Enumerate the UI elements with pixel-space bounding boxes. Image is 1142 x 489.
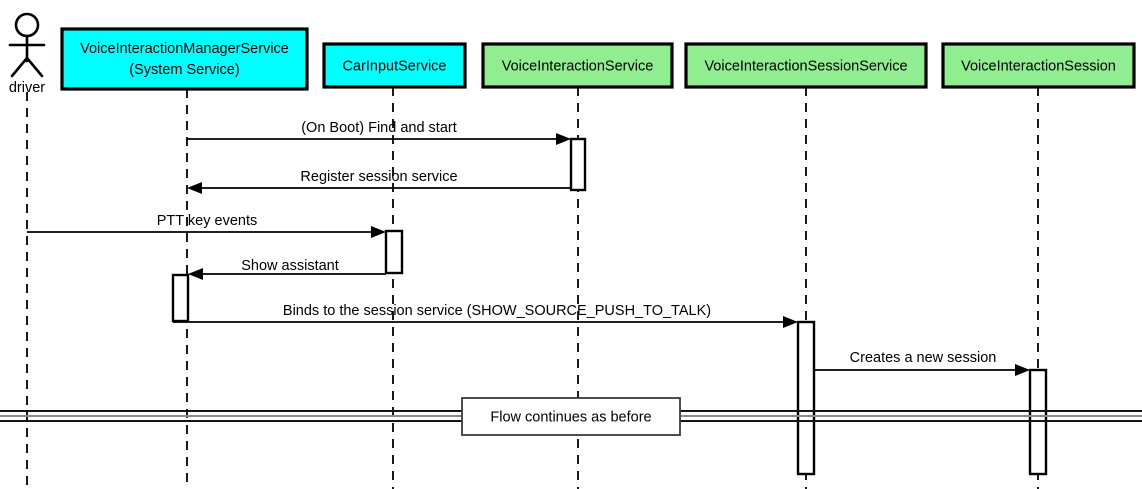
- message-ptt-key-events[interactable]: PTT key events: [27, 213, 386, 238]
- participant-label-carinput: CarInputService: [343, 58, 447, 74]
- message-arrowhead-m5: [783, 316, 798, 328]
- participant-label-vsession: VoiceInteractionSession: [961, 58, 1116, 74]
- message-label-m4: Show assistant: [241, 258, 339, 274]
- message-binds-to-session-service[interactable]: Binds to the session service (SHOW_SOURC…: [173, 303, 798, 328]
- message-arrowhead-m4: [188, 268, 203, 280]
- participant-label-vims-line1: VoiceInteractionManagerService: [80, 41, 289, 57]
- message-register-session-service[interactable]: Register session service: [187, 169, 571, 194]
- message-label-m3: PTT key events: [157, 213, 257, 229]
- participant-box-vsess-service[interactable]: [684, 42, 928, 89]
- activation-bar-carinputservice: [384, 229, 404, 275]
- messages-group: (On Boot) Find and start Register sessio…: [27, 120, 1030, 376]
- message-label-m2: Register session service: [300, 169, 457, 185]
- divider-note-box: [461, 397, 681, 436]
- message-creates-a-new-session[interactable]: Creates a new session: [814, 350, 1030, 376]
- actor-leg-right-icon: [25, 56, 44, 78]
- participant-label-vis: VoiceInteractionService: [502, 58, 654, 74]
- participant-box-vis[interactable]: [481, 42, 674, 89]
- message-arrowhead-m2: [187, 182, 202, 194]
- driver-actor: driver: [8, 12, 46, 96]
- activation-bar-voiceinteractionsessionservice: [796, 320, 816, 476]
- participant-box-vims[interactable]: [60, 27, 309, 91]
- message-label-m1: (On Boot) Find and start: [301, 120, 457, 136]
- actor-label-driver: driver: [9, 80, 45, 96]
- participant-label-vims-line2: (System Service): [129, 62, 239, 78]
- message-arrowhead-m6: [1015, 364, 1030, 376]
- participant-voiceinteractionmanagerservice[interactable]: VoiceInteractionManagerService (System S…: [60, 27, 309, 91]
- message-label-m6: Creates a new session: [850, 350, 997, 366]
- activation-bars-group: [171, 137, 1048, 476]
- participant-boxes-group: VoiceInteractionManagerService (System S…: [60, 27, 1136, 91]
- participant-voiceinteractionsession[interactable]: VoiceInteractionSession: [941, 42, 1136, 89]
- activation-bar-vims: [171, 273, 190, 323]
- participant-voiceinteractionsessionservice[interactable]: VoiceInteractionSessionService: [684, 42, 928, 89]
- participant-label-vsess-service: VoiceInteractionSessionService: [704, 58, 907, 74]
- participant-carinputservice[interactable]: CarInputService: [322, 42, 467, 89]
- message-label-m5: Binds to the session service (SHOW_SOURC…: [283, 303, 711, 319]
- message-show-assistant[interactable]: Show assistant: [188, 258, 386, 280]
- activation-bar-voiceinteractionservice: [569, 137, 587, 192]
- flow-divider: Flow continues as before: [0, 397, 1142, 436]
- message-arrowhead-m3: [371, 226, 386, 238]
- message-on-boot-find-and-start[interactable]: (On Boot) Find and start: [187, 120, 571, 145]
- participant-box-carinput[interactable]: [322, 42, 467, 89]
- participant-voiceinteractionservice[interactable]: VoiceInteractionService: [481, 42, 674, 89]
- actor-head-icon: [14, 12, 40, 38]
- participant-box-vsession[interactable]: [941, 42, 1136, 89]
- actor-leg-left-icon: [10, 56, 29, 78]
- divider-note-label: Flow continues as before: [490, 409, 651, 425]
- message-arrowhead-m1: [556, 133, 571, 145]
